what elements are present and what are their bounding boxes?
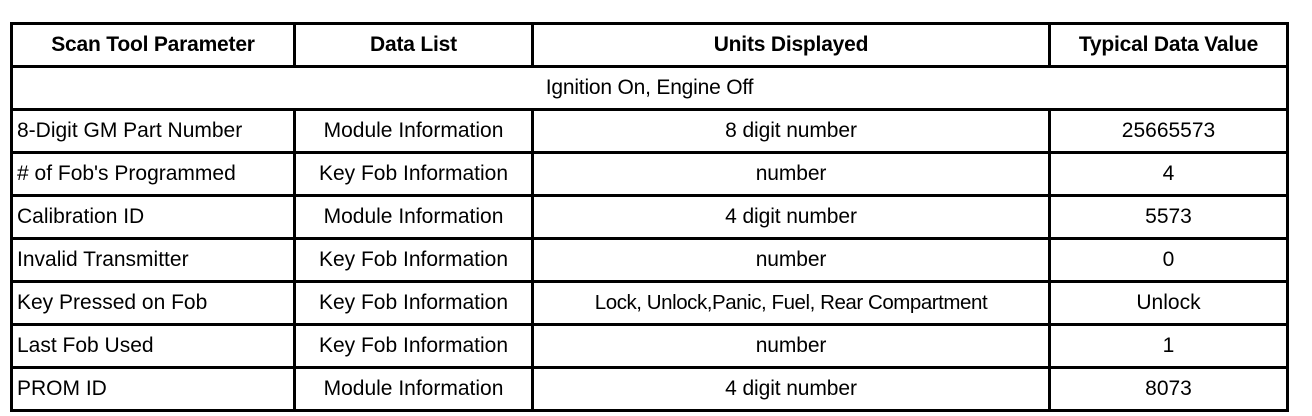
table-row: Last Fob Used Key Fob Information number… [10, 323, 1289, 369]
cell-data-list: Key Fob Information [293, 323, 534, 369]
table-row: Key Pressed on Fob Key Fob Information L… [10, 280, 1289, 326]
column-header-typical-data-value: Typical Data Value [1048, 22, 1289, 68]
cell-units: 4 digit number [531, 194, 1051, 240]
cell-value: 1 [1048, 323, 1289, 369]
table-row: # of Fob's Programmed Key Fob Informatio… [10, 151, 1289, 197]
scan-tool-parameter-table-wrapper: Scan Tool Parameter Data List Units Disp… [10, 22, 1289, 412]
cell-units: number [531, 323, 1051, 369]
cell-value: 8073 [1048, 366, 1289, 412]
table-body: Ignition On, Engine Off 8-Digit GM Part … [10, 65, 1289, 412]
cell-units: number [531, 237, 1051, 283]
column-header-scan-tool-parameter: Scan Tool Parameter [10, 22, 296, 68]
cell-units: Lock, Unlock,Panic, Fuel, Rear Compartme… [531, 280, 1051, 326]
cell-value: 0 [1048, 237, 1289, 283]
cell-value: 25665573 [1048, 108, 1289, 154]
cell-units: 4 digit number [531, 366, 1051, 412]
cell-data-list: Module Information [293, 108, 534, 154]
table-row: Calibration ID Module Information 4 digi… [10, 194, 1289, 240]
cell-parameter: Calibration ID [10, 194, 296, 240]
table-row: PROM ID Module Information 4 digit numbe… [10, 366, 1289, 412]
cell-parameter: PROM ID [10, 366, 296, 412]
section-label-ignition-on-engine-off: Ignition On, Engine Off [10, 65, 1289, 111]
cell-data-list: Key Fob Information [293, 280, 534, 326]
cell-units: number [531, 151, 1051, 197]
cell-value: 4 [1048, 151, 1289, 197]
cell-value: Unlock [1048, 280, 1289, 326]
scan-tool-parameter-table: Scan Tool Parameter Data List Units Disp… [10, 22, 1289, 412]
column-header-units-displayed: Units Displayed [531, 22, 1051, 68]
table-row: Invalid Transmitter Key Fob Information … [10, 237, 1289, 283]
table-row: 8-Digit GM Part Number Module Informatio… [10, 108, 1289, 154]
table-section-row: Ignition On, Engine Off [10, 65, 1289, 111]
cell-data-list: Key Fob Information [293, 237, 534, 283]
table-header: Scan Tool Parameter Data List Units Disp… [10, 22, 1289, 68]
column-header-data-list: Data List [293, 22, 534, 68]
cell-data-list: Module Information [293, 194, 534, 240]
cell-data-list: Key Fob Information [293, 151, 534, 197]
cell-value: 5573 [1048, 194, 1289, 240]
cell-parameter: Key Pressed on Fob [10, 280, 296, 326]
cell-parameter: Last Fob Used [10, 323, 296, 369]
cell-units: 8 digit number [531, 108, 1051, 154]
cell-data-list: Module Information [293, 366, 534, 412]
cell-parameter: # of Fob's Programmed [10, 151, 296, 197]
table-header-row: Scan Tool Parameter Data List Units Disp… [10, 22, 1289, 68]
cell-parameter: 8-Digit GM Part Number [10, 108, 296, 154]
cell-parameter: Invalid Transmitter [10, 237, 296, 283]
